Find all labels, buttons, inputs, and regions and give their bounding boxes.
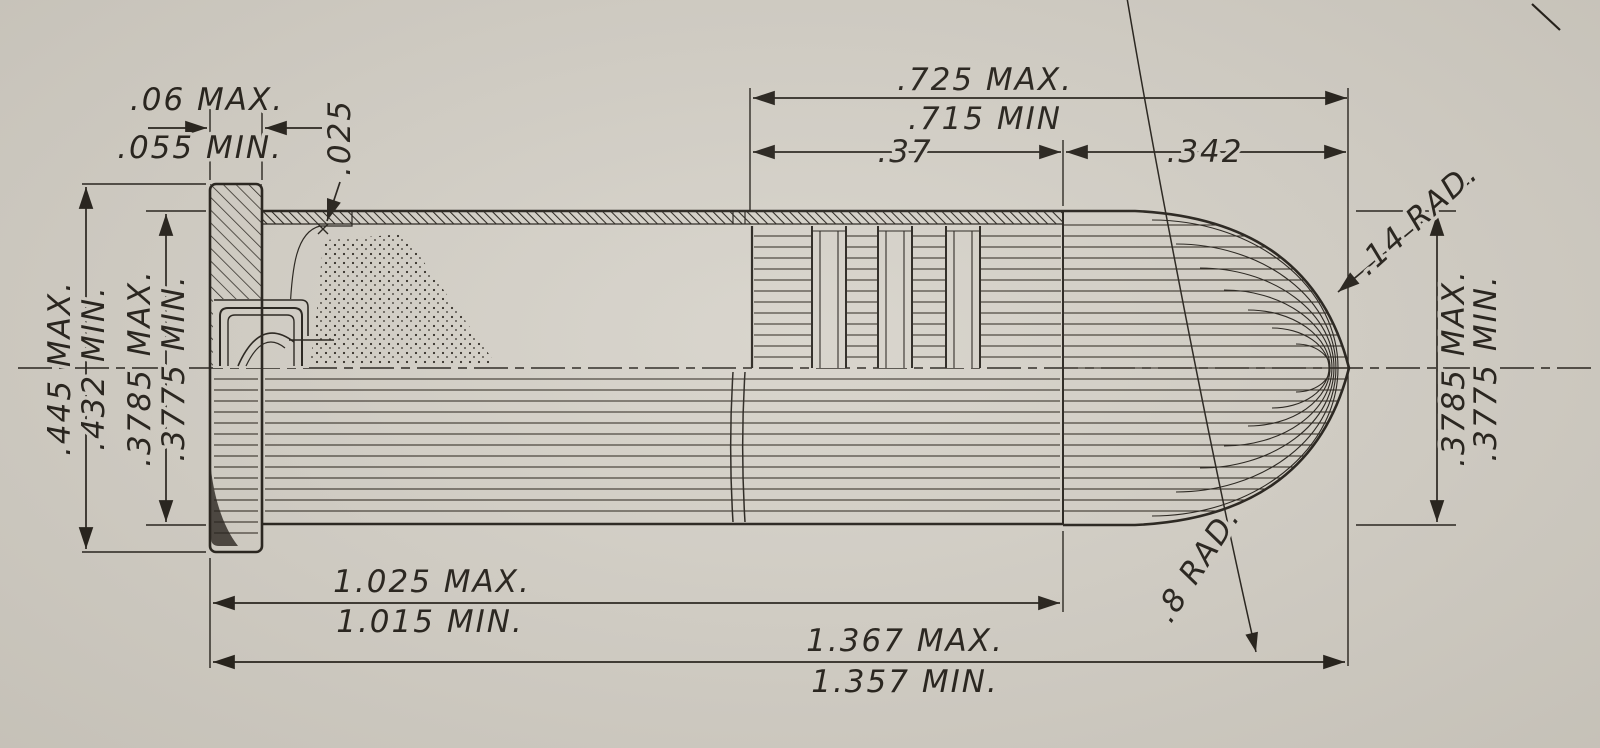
- label-overall-length-min: 1.357 MIN.: [811, 664, 999, 700]
- label-seating: .37: [877, 134, 932, 170]
- label-bullet-length-min: .715 MIN: [908, 101, 1062, 137]
- label-nose-radius: .14 RAD.: [1349, 154, 1486, 282]
- case-exterior-shading: [265, 374, 1060, 520]
- nose-radius-leader: [1337, 181, 1471, 293]
- sheet-mark: [1531, 3, 1561, 31]
- label-bullet-length-max: .725 MAX.: [897, 62, 1073, 98]
- cartridge-outline: [208, 182, 1351, 554]
- reference-x-mark: [317, 223, 329, 235]
- dim-seating-and-nose: [753, 140, 1346, 206]
- dim-case-length: [209, 531, 1064, 668]
- case-wall-hatch: [262, 211, 1063, 224]
- dim-head-step-leader: [317, 181, 341, 235]
- label-rim-diameter-min: .432 MIN.: [76, 285, 112, 451]
- dim-rim-thickness: [148, 92, 322, 180]
- label-bullet-diameter-min: .3775 MIN.: [1468, 274, 1504, 462]
- bullet-grease-grooves: [811, 226, 981, 368]
- label-nose-length: .342: [1166, 134, 1243, 170]
- grease-groove: [811, 226, 847, 368]
- label-case-diameter-max: .3785 MAX.: [122, 269, 158, 467]
- label-bullet-diameter-max: .3785 MAX.: [1436, 269, 1472, 467]
- primer-pocket-outline: [214, 299, 309, 336]
- case-crimp-cannelure: [730, 211, 746, 523]
- ogive-radius-leader: [1126, 0, 1258, 653]
- label-rim-thickness-max: .06 MAX.: [130, 82, 284, 118]
- dim-rim-diameter: [78, 183, 206, 553]
- dim-case-diameter: [146, 210, 206, 526]
- dim-bullet-length: [749, 88, 1349, 666]
- rim-shadow: [211, 470, 238, 546]
- label-rim-diameter-max: .445 MAX.: [42, 280, 78, 456]
- dimension-annotations: [78, 0, 1561, 670]
- rim-exterior-shading: [214, 376, 258, 542]
- rim-outline: [208, 182, 264, 554]
- bullet-outline: [1063, 209, 1351, 527]
- grease-groove: [945, 226, 981, 368]
- label-overall-length-max: 1.367 MAX.: [806, 623, 1004, 659]
- dim-bullet-diameter: [1356, 210, 1456, 526]
- label-head-step: .025: [322, 99, 358, 176]
- label-rim-thickness-min: .055 MIN.: [117, 130, 283, 166]
- label-case-diameter-min: .3775 MIN.: [156, 274, 192, 462]
- label-case-length-min: 1.015 MIN.: [336, 604, 524, 640]
- label-case-length-max: 1.025 MAX.: [333, 564, 531, 600]
- cartridge-section: [208, 182, 1351, 554]
- powder-charge-stipple: [310, 234, 496, 364]
- bullet-nose-shading: [1063, 219, 1349, 517]
- label-ogive-radius: .8 RAD.: [1147, 500, 1248, 629]
- grease-groove: [877, 226, 913, 368]
